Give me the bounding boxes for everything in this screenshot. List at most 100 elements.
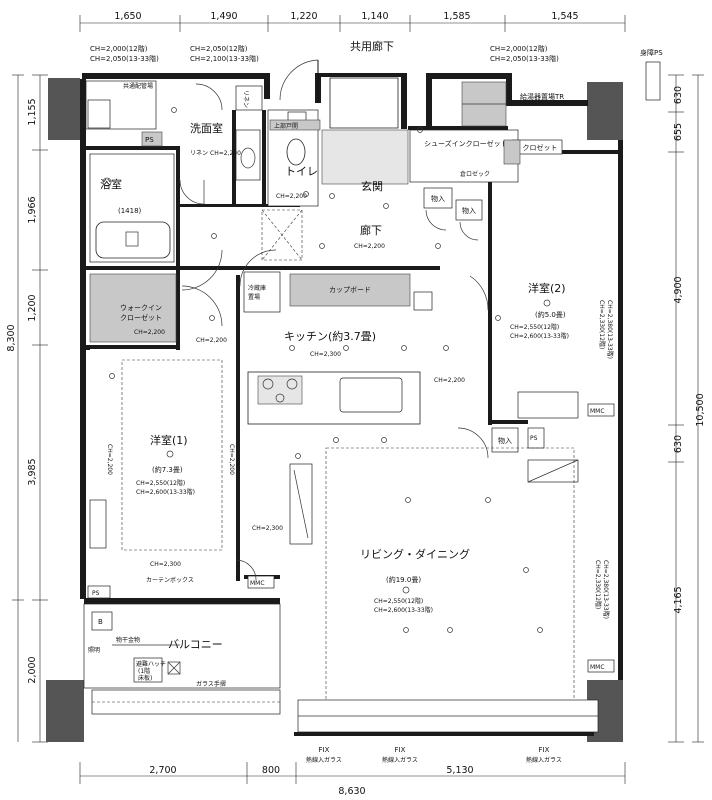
dim-right-1: 630: [673, 86, 684, 104]
vanity-sink: [235, 129, 261, 181]
western1-bottom-ch: CH=2,300: [150, 561, 181, 568]
door-arc-storage-2: [459, 221, 479, 241]
door-arc-kitchen: [239, 249, 277, 287]
hatch-diag-2: [261, 209, 303, 261]
balcony-label: バルコニー: [168, 638, 223, 651]
ps-label-3: PS: [92, 590, 100, 597]
b-label: B: [98, 618, 103, 626]
fix-3: FIX: [539, 746, 550, 754]
dim-top-2: 1,490: [210, 11, 237, 22]
exterior-walls: [80, 73, 623, 680]
kitchen-sink: [339, 377, 403, 413]
western1-light-icon: [166, 450, 174, 458]
shower-head-icon: [102, 177, 112, 187]
column-top-left: [48, 78, 80, 140]
dim-top-1: 1,650: [114, 11, 141, 22]
western2-size: (約5.0畳): [535, 310, 566, 319]
living-ch-12: CH=2,550(12階): [374, 597, 423, 605]
fix-2: FIX: [395, 746, 406, 754]
door-arc-wash-top: [195, 83, 223, 111]
ch-note-shoes-12: CH=2,000(12階): [490, 44, 548, 53]
burner-1-icon: [262, 378, 274, 390]
left-dimension-line: 1,155 1,966 1,200 3,985 2,000 8,300: [6, 74, 48, 743]
drain-diag-2: [167, 661, 181, 675]
interior-walls: [86, 110, 618, 581]
living-ceiling-outline: [325, 447, 575, 709]
entrance-label: 玄関: [361, 179, 383, 193]
mmc-box-3: [587, 659, 615, 673]
living-ch-13: CH=2,600(13-33階): [374, 606, 433, 614]
bottom-dimension-line: 2,700 800 5,130 8,630: [79, 762, 626, 797]
door-arc-living-left: [235, 559, 257, 581]
closet-label: クロゼット: [523, 143, 558, 152]
living-size: (約19.0畳): [386, 575, 421, 584]
b-unit: [91, 611, 113, 631]
top-dimension-line: 1,650 1,490 1,220 1,140 1,585 1,545: [79, 11, 626, 32]
right-dimension-line: 630 655 4,900 630 4,165 10,500: [668, 74, 706, 743]
mmc-label-1: MMC: [590, 408, 605, 415]
door-arc-walkin: [181, 285, 223, 327]
dim-bottom-total: 8,630: [338, 786, 365, 797]
dim-top-4: 1,140: [361, 11, 388, 22]
door-arc-washroom: [179, 179, 205, 205]
washing-machine: [87, 99, 111, 129]
living-side-ch-13: CH=2,380(13-33階): [602, 560, 610, 619]
dining-ch: CH=2,200: [434, 377, 465, 384]
ps-box-wash: [141, 131, 163, 147]
toilet-bowl: [286, 138, 306, 166]
shoes-in-closet: [409, 129, 519, 183]
ps-label-wash: PS: [145, 136, 154, 144]
western1-ch-13: CH=2,600(13-33階): [136, 488, 195, 496]
drain-box: [167, 661, 181, 675]
fix-1: FIX: [319, 746, 330, 754]
dim-right-3: 4,900: [673, 276, 684, 303]
fix-2-glass: 熱線入ガラス: [382, 756, 418, 764]
cupboard: [289, 273, 411, 307]
bath-size: (1418): [118, 207, 142, 215]
storage-2: [455, 199, 483, 221]
column-bottom-left: [46, 680, 84, 742]
drying-label: 物干金物: [116, 636, 140, 644]
glass-rail-label: ガラス手摺: [196, 680, 226, 688]
fix-1-glass: 熱線入ガラス: [306, 756, 342, 764]
shoes-shelf: [503, 139, 521, 165]
cabinet-diag: [527, 459, 579, 483]
shoes-small-label: 倉ロゼック: [460, 170, 490, 178]
living-label: リビング・ダイニング: [360, 547, 470, 561]
linen-tag: リネン: [190, 150, 208, 157]
fridge-label-2: 置場: [248, 293, 260, 301]
evac-label-3: 床板): [138, 674, 152, 682]
bathtub: [95, 221, 171, 259]
linen-cabinet: [235, 85, 263, 111]
mmc-box-2: [247, 575, 275, 589]
balcony-floor: [83, 603, 281, 689]
bathtub-drain: [125, 231, 139, 247]
kitchen-ch: CH=2,300: [310, 351, 341, 358]
fix-3-glass: 熱線入ガラス: [526, 756, 562, 764]
mmc-box-1: [587, 403, 615, 417]
kitchen-label: キッチン(約3.7畳): [284, 329, 376, 343]
burner-2-icon: [286, 378, 298, 390]
living-light-icon: [402, 586, 410, 594]
mmc-label-2: MMC: [250, 580, 265, 587]
hall-ch: CH=2,200: [354, 243, 385, 250]
evac-hatch: [133, 657, 163, 683]
entrance-floor: [321, 129, 409, 185]
western1-ch-12: CH=2,550(12階): [136, 479, 185, 487]
western2-side-ch-12: CH=2,330(12階): [598, 300, 606, 349]
curtain-box-1: カーテンボックス: [146, 576, 194, 584]
dim-left-4: 3,985: [27, 458, 38, 485]
pipe-ps-label: 身障PS: [640, 48, 663, 57]
storage-2-label: 物入: [462, 206, 476, 215]
evac-label-1: 避難ハッチ: [136, 660, 166, 668]
fridge-space: [243, 271, 281, 313]
hall-label: 廊下: [360, 223, 382, 237]
dim-bottom-2: 800: [262, 765, 280, 776]
western1-ceiling-outline: [121, 359, 223, 551]
dim-top-5: 1,585: [443, 11, 470, 22]
tv-diag: [293, 469, 309, 539]
bottom-wall: [294, 732, 594, 736]
washroom-label: 洗面室: [190, 121, 223, 135]
storage-1-label: 物入: [431, 194, 445, 203]
